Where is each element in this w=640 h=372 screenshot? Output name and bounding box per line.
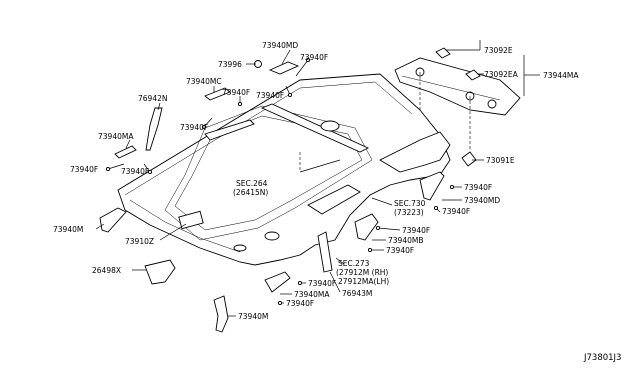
assist-grip-73940MB — [354, 213, 379, 241]
label-73940MB: 73940MB — [388, 236, 423, 245]
label-73940F-b2: 73940F — [286, 299, 314, 308]
assist-grip-73940MD-top — [268, 61, 300, 75]
label-73944MA: 73944MA — [543, 71, 579, 80]
headlining-rear-extension — [379, 131, 451, 173]
label-73940F-r1: 73940F — [464, 183, 492, 192]
label-73092E: 73092E — [484, 46, 513, 55]
clip-73092E-part — [435, 47, 451, 59]
label-73940M-bottom: 73940M — [238, 312, 268, 321]
rear-finisher-73944MA — [394, 57, 521, 116]
label-73940F-left: 73940F — [180, 123, 208, 132]
label-73940F-mb1: 73940F — [402, 226, 430, 235]
assist-grip-73940MC — [204, 87, 231, 101]
label-73940F-top: 73940F — [300, 53, 328, 62]
leader-lines — [95, 40, 540, 317]
label-76942N: 76942N — [138, 94, 167, 103]
label-sec273-a: SEC.273 — [338, 259, 370, 268]
label-73940F-r2: 73940F — [442, 207, 470, 216]
pillar-trim-76942N — [145, 107, 163, 151]
label-73996: 73996 — [218, 60, 242, 69]
part-labels: 73996 73940MD 73940F 73940MC 73940F 7394… — [53, 41, 621, 363]
label-73940F-mc: 73940F — [222, 88, 250, 97]
clip-73091E-part — [461, 151, 477, 167]
label-76943M: 76943M — [342, 289, 372, 298]
label-73940F-mb2: 73940F — [386, 246, 414, 255]
reference-dashes — [299, 72, 471, 170]
label-73940F-a: 73940F — [256, 91, 284, 100]
clip-73092EA-part — [465, 69, 481, 81]
label-73940MA-bottom: 73940MA — [294, 290, 330, 299]
label-73940MD-right: 73940MD — [464, 196, 500, 205]
pillar-trim-76943M — [317, 231, 333, 273]
label-sec264-b: (26415N) — [233, 188, 268, 197]
label-73940MC: 73940MC — [186, 77, 222, 86]
label-73940MA-left: 73940MA — [98, 132, 134, 141]
label-sec730-b: (73223) — [394, 208, 424, 217]
assist-grip-73940MA-left — [114, 145, 137, 159]
label-73940M-left: 73940M — [53, 225, 83, 234]
assist-grip-73940M-left — [99, 207, 127, 233]
label-73940F-left2: 73940F — [70, 165, 98, 174]
assist-grip-73940MD-right — [419, 171, 445, 201]
label-73910Z: 73910Z — [125, 237, 154, 246]
label-73940F-left3: 73940F — [121, 167, 149, 176]
fastener-dots — [105, 57, 455, 306]
label-sec264-a: SEC.264 — [236, 179, 268, 188]
headlining-panel — [117, 73, 451, 266]
assist-grip-73940MA-bottom — [264, 271, 291, 293]
label-26498X: 26498X — [92, 266, 121, 275]
label-sec273-c: 27912MA(LH) — [338, 277, 389, 286]
label-sec730-a: SEC.730 — [394, 199, 426, 208]
label-73940F-b1: 73940F — [308, 279, 336, 288]
label-73091E: 73091E — [486, 156, 515, 165]
assist-grip-73940M-bottom — [213, 295, 229, 333]
label-sec273-b: (27912M (RH) — [336, 268, 388, 277]
label-73940MD-top: 73940MD — [262, 41, 298, 50]
label-73092EA: 73092EA — [484, 70, 519, 79]
diagram-code: J73801J3 — [583, 353, 621, 363]
pillar-trim-26498X — [144, 259, 176, 285]
